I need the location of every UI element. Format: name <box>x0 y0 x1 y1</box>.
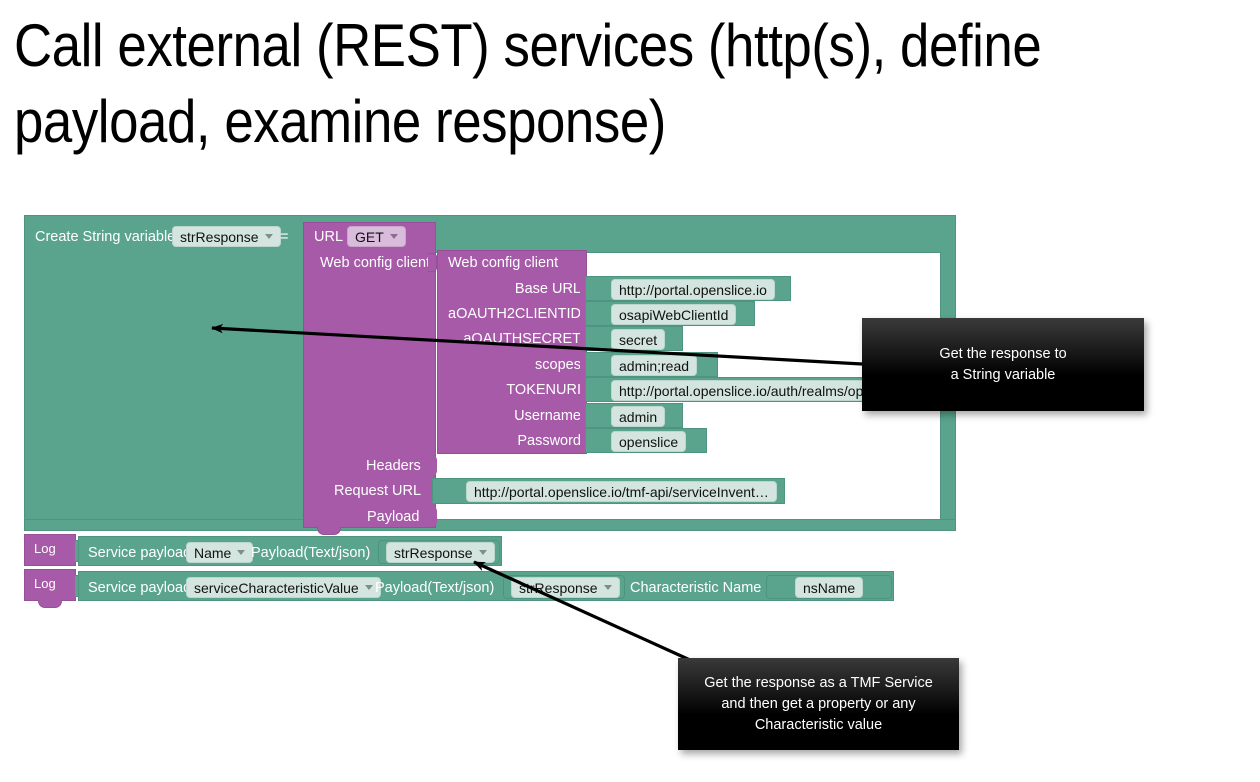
url-block-bottom-nub <box>317 527 341 535</box>
payload-socket-notch[interactable] <box>428 507 437 526</box>
service-payload-property-dropdown-2[interactable]: serviceCharacteristicValue <box>186 577 381 598</box>
url-block-webconfig-socket-label: Web config client <box>320 255 431 271</box>
password-text-field[interactable]: openslice <box>611 431 687 452</box>
chevron-down-icon <box>237 550 246 555</box>
page-title: Call external (REST) services (http(s), … <box>14 12 1056 155</box>
username-socket-notch <box>580 406 589 425</box>
password-socket-notch <box>580 431 589 450</box>
webconfig-row-label-password: Password <box>517 433 581 449</box>
callout-string-variable: Get the response to a String variable <box>862 318 1144 411</box>
chevron-down-icon <box>364 585 373 590</box>
callout-tmf-service: Get the response as a TMF Service and th… <box>678 658 959 750</box>
outer-block-label: Create String variable <box>35 229 176 245</box>
webconfig-block-title: Web config client <box>448 255 559 271</box>
username-text-field[interactable]: admin <box>611 406 666 427</box>
webconfig-socket-notch <box>428 253 437 272</box>
payload-text-json-label-1: Payload(Text/json) <box>251 545 371 561</box>
client-id-text-field[interactable]: osapiWebClientId <box>611 304 737 325</box>
service-payload-property-value-1: Name <box>194 544 232 561</box>
equals-sign: = <box>280 229 289 245</box>
service-payload-property-dropdown-1[interactable]: Name <box>186 542 254 563</box>
characteristic-name-text-field[interactable]: nsName <box>795 577 864 598</box>
webconfig-row-label-scopes: scopes <box>535 357 581 373</box>
url-row-label-headers: Headers <box>366 458 421 474</box>
webconfig-row-label-client-id: aOAUTH2CLIENTID <box>448 306 581 322</box>
webconfig-row-label-tokenuri: TOKENURI <box>506 382 581 398</box>
payload-text-json-label-2: Payload(Text/json) <box>375 580 495 596</box>
request-url-text-field[interactable]: http://portal.openslice.io/tmf-api/servi… <box>466 481 777 502</box>
webconfig-row-label-username: Username <box>514 408 581 424</box>
webconfig-row-label-secret: aOAUTHSECRET <box>463 331 581 347</box>
service-payload-label-2: Service payload <box>88 580 192 596</box>
payload-variable-value-1: strResponse <box>394 544 473 561</box>
log-block-2-bottom-nub <box>38 600 62 608</box>
characteristic-name-label: Characteristic Name <box>630 580 762 596</box>
url-row-label-payload: Payload <box>367 509 420 525</box>
secret-text-field[interactable]: secret <box>611 329 666 350</box>
tokenuri-socket-notch <box>580 380 589 399</box>
payload-variable-dropdown-1[interactable]: strResponse <box>386 542 495 563</box>
url-block-label: URL <box>314 229 344 245</box>
chevron-down-icon <box>264 234 273 239</box>
base-url-text-field[interactable]: http://portal.openslice.io <box>611 279 775 300</box>
chevron-down-icon <box>478 550 487 555</box>
payload-variable-dropdown-2[interactable]: strResponse <box>511 577 620 598</box>
url-row-label-request-url: Request URL <box>334 483 422 499</box>
variable-dropdown-strresponse[interactable]: strResponse <box>172 226 281 247</box>
webconfig-row-label-base-url: Base URL <box>514 281 581 297</box>
chevron-down-icon <box>603 585 612 590</box>
scopes-text-field[interactable]: admin;read <box>611 355 698 376</box>
log-block-2-label: Log <box>34 576 56 591</box>
outer-block-left-column[interactable] <box>24 252 304 531</box>
url-block[interactable] <box>303 222 436 528</box>
headers-socket-notch[interactable] <box>428 456 437 475</box>
log-block-1-label: Log <box>34 541 56 556</box>
payload-variable-value-2: strResponse <box>519 579 598 596</box>
tokenuri-text-field[interactable]: http://portal.openslice.io/auth/realms/o… <box>611 380 880 401</box>
http-method-value: GET <box>355 228 384 245</box>
outer-block-bottom-bar[interactable] <box>24 519 956 531</box>
variable-dropdown-label: strResponse <box>180 228 259 245</box>
service-payload-label-1: Service payload <box>88 545 192 561</box>
chevron-down-icon <box>389 234 398 239</box>
http-method-dropdown[interactable]: GET <box>347 226 406 247</box>
base-url-socket-notch <box>580 279 589 298</box>
client-id-socket-notch <box>580 304 589 323</box>
service-payload-property-value-2: serviceCharacteristicValue <box>194 579 359 596</box>
